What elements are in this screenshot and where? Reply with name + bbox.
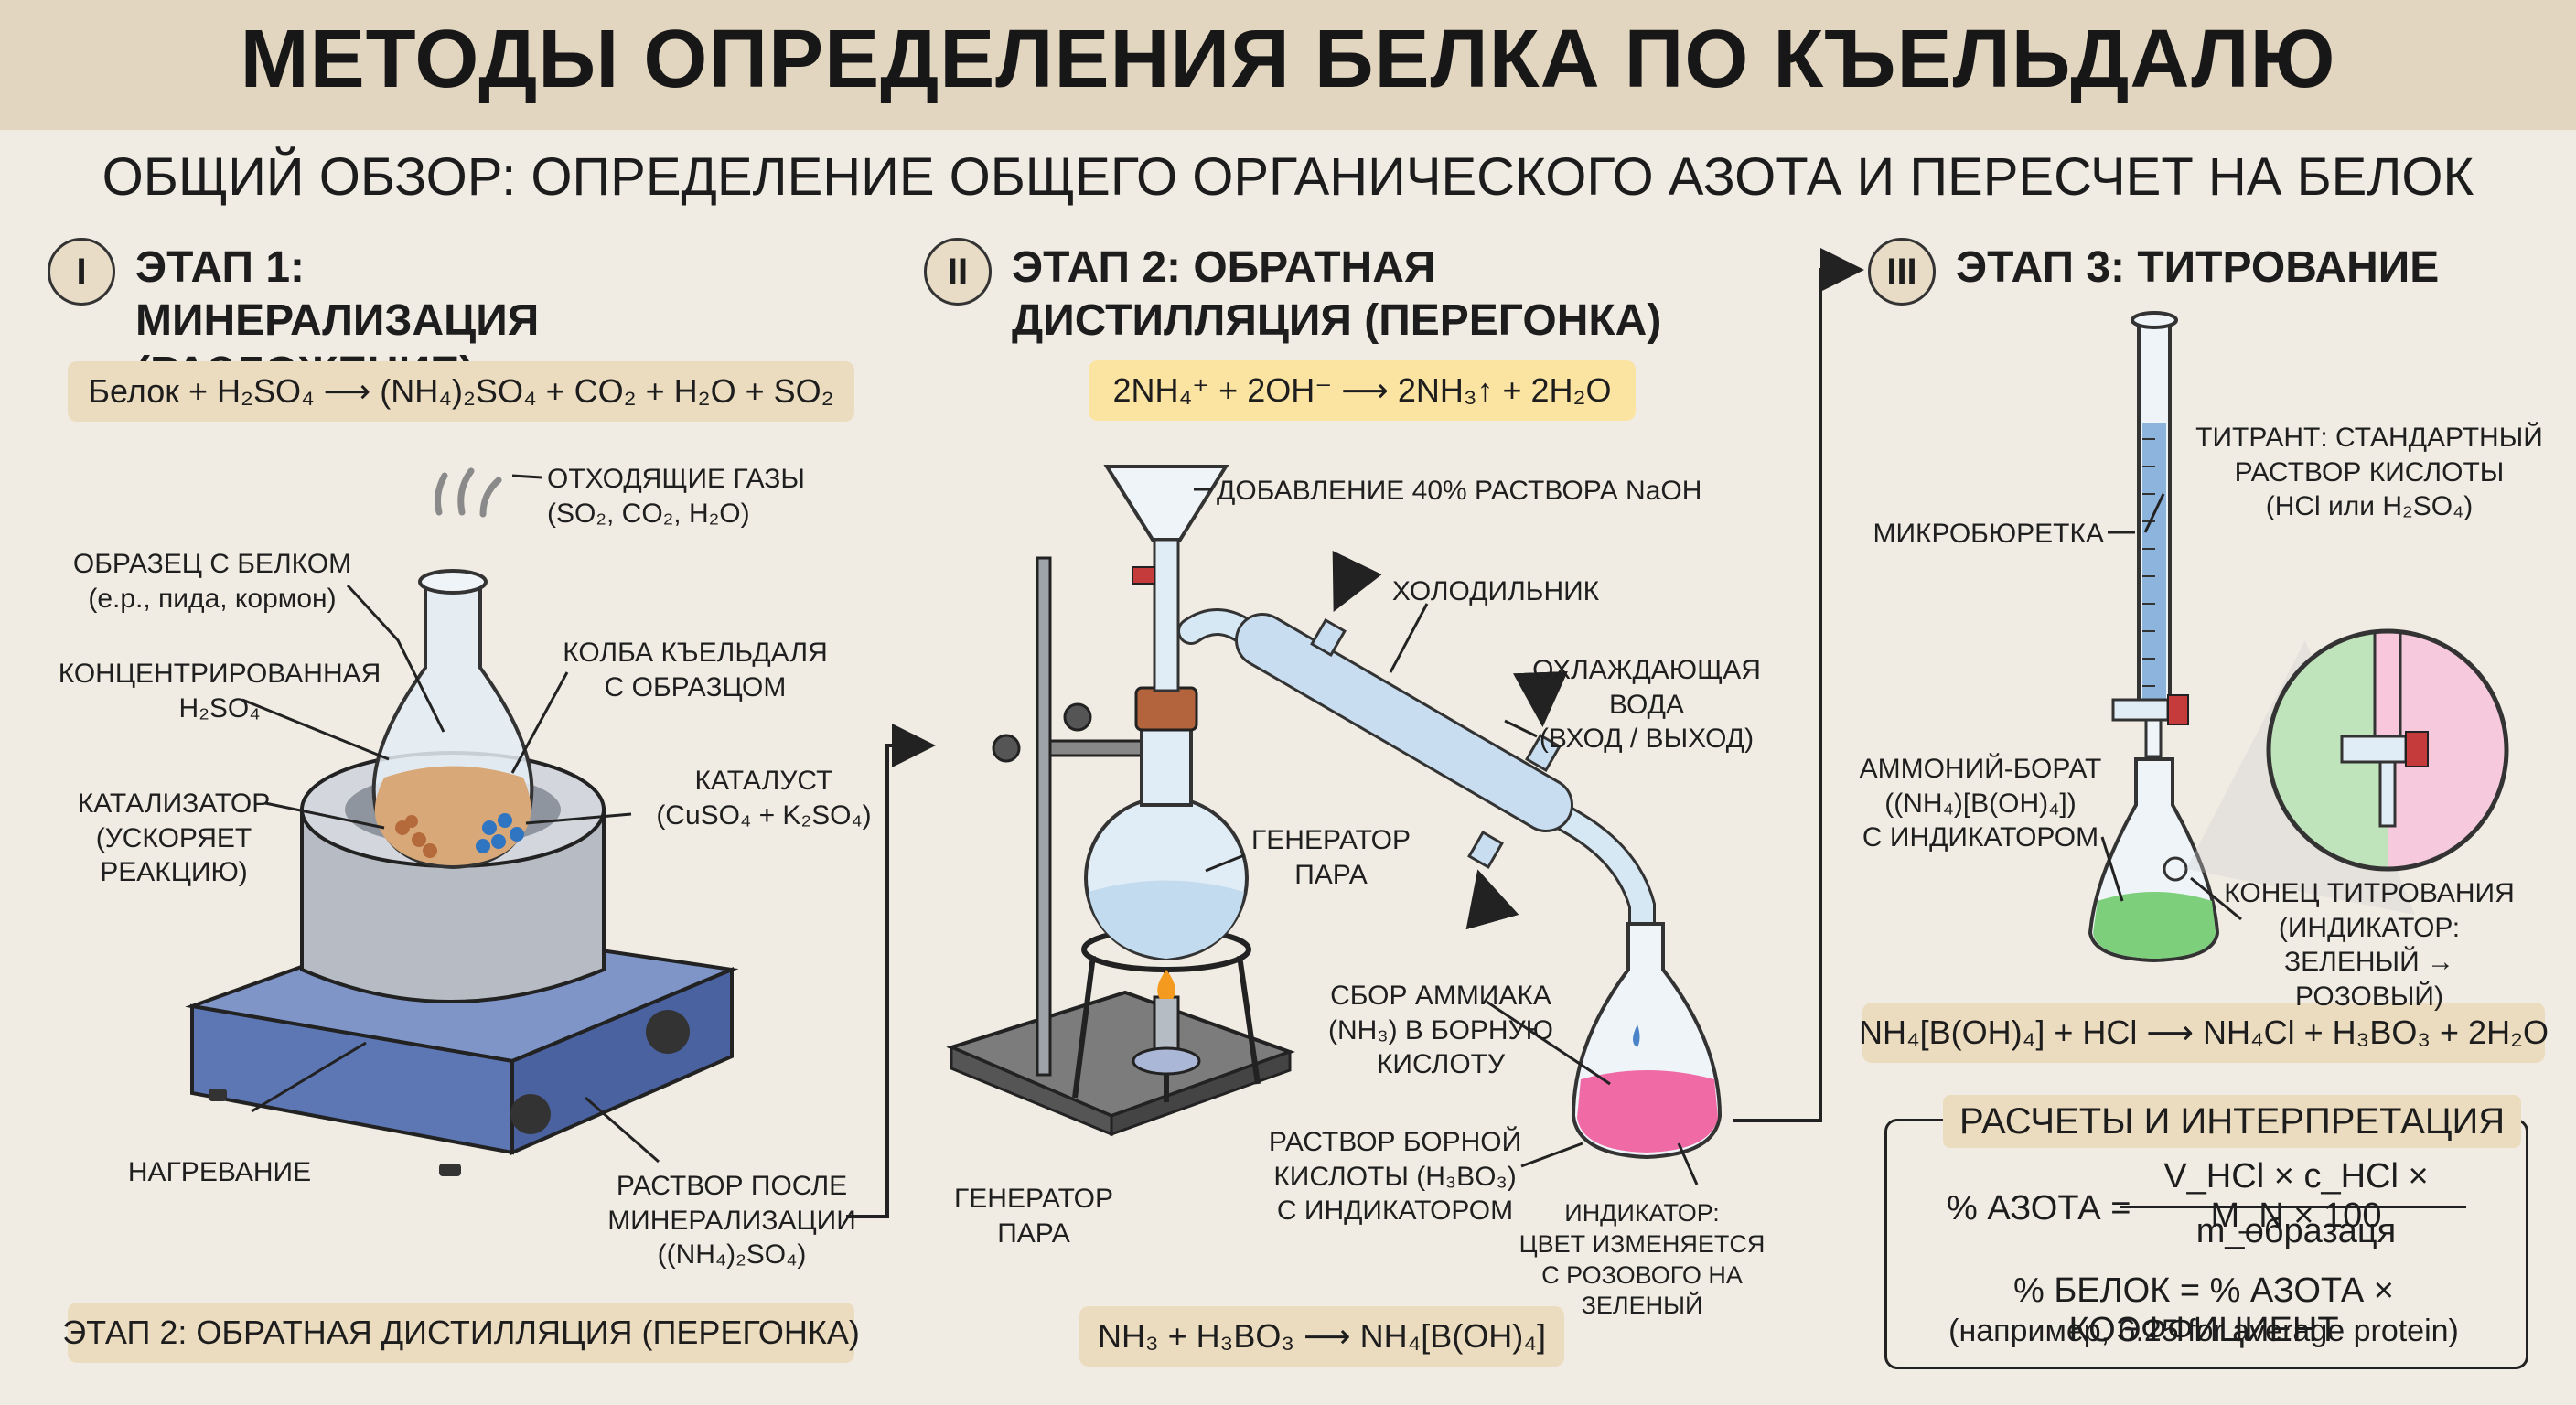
stage-2-header: II ЭТАП 2: ОБРАТНАЯ ДИСТИЛЛЯЦИЯ (ПЕРЕГОН… — [924, 238, 1762, 347]
label-heating: НАГРЕВАНИЕ — [127, 1157, 312, 1187]
naoh-funnel — [1103, 465, 1229, 692]
page-subtitle: ОБЩИЙ ОБЗОР: ОПРЕДЕЛЕНИЕ ОБЩЕГО ОРГАНИЧЕ… — [102, 147, 2474, 207]
nitrogen-formula-denominator: m_образаця — [2195, 1212, 2397, 1250]
stage-3-equation: NH₄[B(OH)₄] + HCl ⟶ NH₄Cl + H₃BO₃ + 2H₂O — [1859, 1003, 2549, 1063]
stage-2-title: ЭТАП 2: ОБРАТНАЯ ДИСТИЛЛЯЦИЯ (ПЕРЕГОНКА) — [1012, 243, 1662, 345]
stage-1-number: I — [48, 238, 115, 306]
gas-arrows — [435, 467, 502, 518]
protein-factor-example: (например, 6.25 for average protein) — [1948, 1314, 2459, 1348]
right-knob — [646, 1010, 690, 1054]
title-banner — [0, 0, 2576, 130]
endpoint-zoom — [2186, 628, 2509, 915]
label-post-digestion: РАСТВОР ПОСЛЕ МИНЕРАЛИЗАЦИИ ((NH₄)₂SO₄) — [607, 1171, 856, 1270]
stand-base — [946, 990, 1295, 1137]
connector-arrow-1 — [846, 724, 936, 1218]
label-boric-acid: РАСТВОР БОРНОЙ КИСЛОТЫ (H₃BO₃) С ИНДИКАТ… — [1268, 1127, 1522, 1226]
stage-2-footer-equation: NH₃ + H₃BO₃ ⟶ NH₄[B(OH)₄] — [1079, 1306, 1564, 1367]
microburette — [2111, 311, 2189, 758]
label-condenser: ХОЛОДИЛЬНИК — [1391, 576, 1600, 606]
stage-1-footer: ЭТАП 2: ОБРАТНАЯ ДИСТИЛЛЯЦИЯ (ПЕРЕГОНКА) — [62, 1303, 860, 1363]
clamp — [992, 702, 1162, 763]
left-knob — [510, 1094, 551, 1134]
burner — [1132, 970, 1201, 1076]
stage-3-header: III ЭТАП 3: ТИТРОВАНИЕ — [1868, 238, 2576, 306]
label-catalyst: КАТАЛИЗАТОР (УСКОРЯЕТ РЕАКЦИЮ) — [77, 788, 271, 887]
stage-2-number: II — [924, 238, 992, 306]
stopper — [1134, 686, 1198, 732]
protein-formula: % БЕЛОК = % АЗОТА × КОЭФФИЦИЕНТ — [2013, 1271, 2394, 1349]
label-catalust: КАТАЛУСТ (CuSO₄ + K₂SO₄) — [656, 766, 872, 831]
label-steam-generator-lower: ГЕНЕРАТОР ПАРА — [954, 1184, 1113, 1249]
fraction-bar — [2120, 1206, 2466, 1208]
connector-arrow-2 — [1733, 248, 1864, 1122]
steam-generator-flask — [1084, 686, 1249, 960]
water-flow-arrows — [1332, 550, 1568, 930]
label-conc-acid: КОНЦЕНТРИРОВАННАЯ H₂SO₄ — [58, 659, 381, 724]
label-steam-generator-upper: ГЕНЕРАТОР ПАРА — [1251, 825, 1411, 890]
label-ammonia-collection: СБОР АММИАКА (NH₃) В БОРНУЮ КИСЛОТУ — [1328, 981, 1553, 1079]
page-title: МЕТОДЫ ОПРЕДЕЛЕНИЯ БЕЛКА ПО КЪЕЛЬДАЛЮ — [240, 14, 2336, 105]
label-titrant: ТИТРАНТ: СТАНДАРТНЫЙ РАСТВОР КИСЛОТЫ (HC… — [2195, 423, 2543, 521]
calculations-title: РАСЧЕТЫ И ИНТЕРПРЕТАЦИЯ — [1943, 1095, 2522, 1148]
label-cooling-water: ОХЛАЖДАЮЩАЯ ВОДА (ВХОД / ВЫХОД) — [1532, 655, 1761, 754]
label-ammonium-borate: АММОНИЙ-БОРАТ ((NH₄)[B(OH)₄]) С ИНДИКАТО… — [1859, 754, 2102, 853]
label-exhaust-gases: ОТХОДЯЩИЕ ГАЗЫ (SO₂, CO₂, H₂O) — [547, 464, 805, 529]
stand-rod — [1036, 556, 1052, 1077]
receiving-flask — [1571, 922, 1723, 1160]
label-kjeldahl-flask: КОЛБА КЪЕЛЬДАЛЯ С ОБРАЗЦОМ — [563, 638, 828, 702]
stage-2-equation: 2NH₄⁺ + 2OH⁻ ⟶ 2NH₃↑ + 2H₂O — [1089, 360, 1636, 421]
stage-3-number: III — [1868, 238, 1936, 306]
label-microburette: МИКРОБЮРЕТКА — [1873, 519, 2104, 549]
stage-1-equation: Белок + H₂SO₄ ⟶ (NH₄)₂SO₄ + CO₂ + H₂O + … — [68, 361, 854, 422]
kjeldahl-flask — [371, 569, 534, 870]
label-sample: ОБРАЗЕЦ С БЕЛКОМ (e.p., пида, кормон) — [72, 549, 352, 614]
label-naoh: ДОБАВЛЕНИЕ 40% РАСТВОРА NaOH — [1217, 476, 1702, 506]
stage-3-title: ЭТАП 3: ТИТРОВАНИЕ — [1956, 243, 2440, 292]
label-indicator-change: ИНДИКАТОР: ЦВЕТ ИЗМЕНЯЕТСЯ С РОЗОВОГО НА… — [1519, 1199, 1766, 1320]
condenser — [1177, 608, 1656, 938]
nitrogen-formula-lhs: % АЗОТА = — [1947, 1189, 2131, 1228]
titration-flask — [2088, 757, 2220, 963]
label-endpoint: КОНЕЦ ТИТРОВАНИЯ (ИНДИКАТОР: ЗЕЛЕНЫЙ → Р… — [2224, 878, 2515, 1012]
nitrogen-formula-numerator: V_HCl × c_HCl × M_N × 100 — [2163, 1157, 2429, 1235]
